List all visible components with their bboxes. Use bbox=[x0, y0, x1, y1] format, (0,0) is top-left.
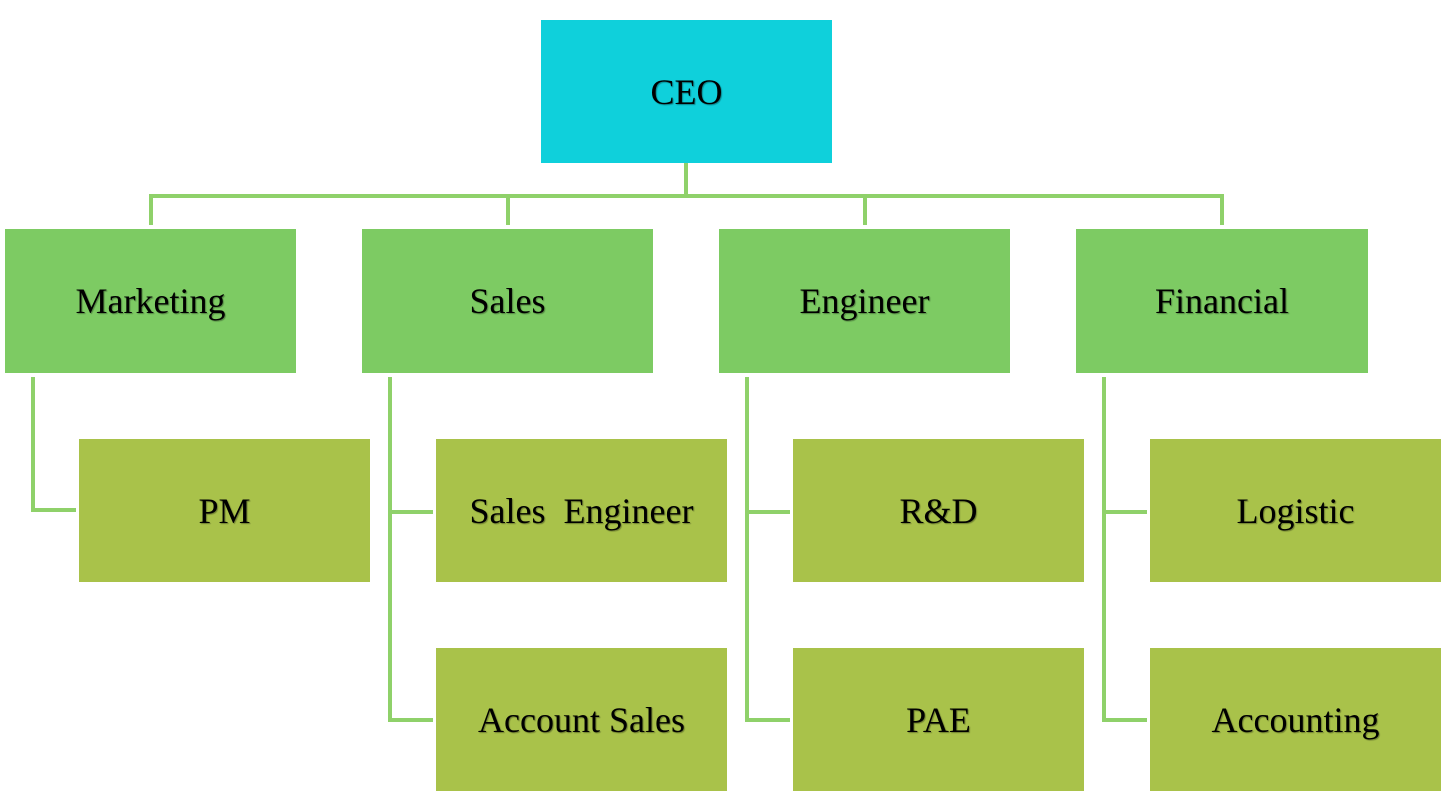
pm-box: PM bbox=[79, 439, 370, 582]
pae-label: PAE bbox=[906, 699, 971, 740]
account-sales-label: Account Sales bbox=[478, 699, 685, 740]
logistic-box: Logistic bbox=[1150, 439, 1441, 582]
financial-label: Financial bbox=[1155, 281, 1289, 321]
engineer-box: Engineer bbox=[719, 229, 1010, 373]
pae-box: PAE bbox=[793, 648, 1084, 791]
pm-label: PM bbox=[198, 490, 251, 531]
sales-engineer-box: Sales Engineer bbox=[436, 439, 727, 582]
account-sales-box: Account Sales bbox=[436, 648, 727, 791]
ceo-label: CEO bbox=[650, 71, 723, 112]
marketing-box: Marketing bbox=[5, 229, 296, 373]
accounting-label: Accounting bbox=[1211, 699, 1380, 740]
sales-label: Sales bbox=[469, 281, 546, 321]
logistic-label: Logistic bbox=[1236, 490, 1355, 531]
ceo-box: CEO bbox=[541, 20, 832, 163]
rnd-label: R&D bbox=[899, 490, 978, 531]
sales-engineer-label: Sales Engineer bbox=[469, 490, 694, 531]
accounting-box: Accounting bbox=[1150, 648, 1441, 791]
financial-box: Financial bbox=[1076, 229, 1368, 373]
engineer-label: Engineer bbox=[799, 281, 930, 321]
marketing-label: Marketing bbox=[75, 281, 226, 321]
sales-box: Sales bbox=[362, 229, 653, 373]
rnd-box: R&D bbox=[793, 439, 1084, 582]
